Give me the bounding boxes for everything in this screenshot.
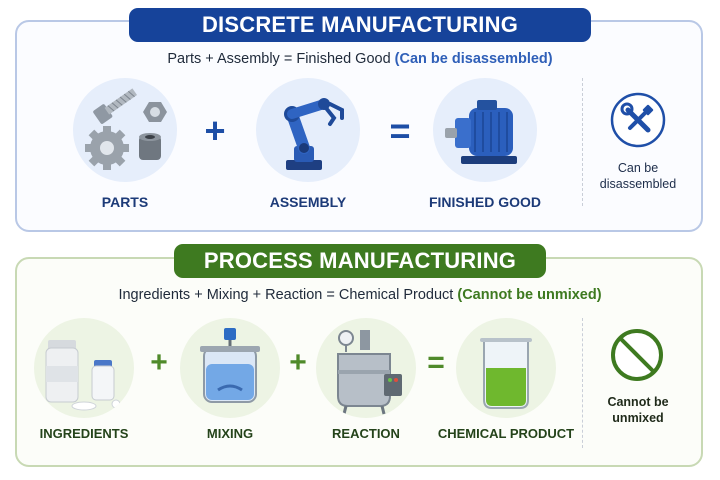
reactor-vessel-icon [316, 318, 416, 418]
wrench-screwdriver-icon [610, 92, 666, 148]
discrete-formula-note: (Can be disassembled) [394, 51, 553, 67]
discrete-item-label-assembly: ASSEMBLY [269, 194, 347, 210]
plus-operator: + [289, 346, 307, 379]
discrete-divider [582, 78, 583, 206]
process-formula-main: Ingredients + Mixing + Reaction = Chemic… [118, 287, 454, 303]
process-formula-note: (Cannot be unmixed) [457, 287, 602, 303]
process-item-label-ingredients: INGREDIENTS [39, 426, 129, 441]
plus-operator: + [204, 110, 226, 151]
robotic-arm-icon [256, 78, 360, 182]
process-formula: Ingredients + Mixing + Reaction = Chemic… [0, 287, 720, 303]
process-divider [582, 318, 583, 448]
pill-bottles-icon [34, 318, 134, 418]
equals-operator: = [389, 110, 411, 151]
discrete-item-label-parts: PARTS [101, 194, 149, 210]
process-side-text: Cannot be unmixed [594, 394, 682, 427]
process-item-label-chemical-product: CHEMICAL PRODUCT [437, 426, 575, 441]
mixing-tank-icon [180, 318, 280, 418]
process-title: PROCESS MANUFACTURING [174, 244, 546, 278]
discrete-formula-main: Parts + Assembly = Finished Good [167, 51, 391, 67]
process-item-label-mixing: MIXING [206, 426, 254, 441]
discrete-formula: Parts + Assembly = Finished Good (Can be… [0, 51, 720, 67]
process-item-label-reaction: REACTION [332, 426, 400, 441]
equals-operator: = [427, 346, 445, 379]
discrete-side-text: Can be disassembled [594, 160, 682, 193]
plus-operator: + [150, 346, 168, 379]
process-side-text-line1: Cannot be [607, 395, 669, 409]
bolt-nut-gear-icon [73, 78, 177, 182]
discrete-side-text-line1: Can be [617, 161, 659, 175]
electric-motor-icon [433, 78, 537, 182]
prohibited-icon [609, 327, 665, 383]
beaker-icon [456, 318, 556, 418]
discrete-side-text-line2: disassembled [599, 177, 677, 192]
discrete-title: DISCRETE MANUFACTURING [129, 8, 591, 42]
process-side-text-line2: unmixed [612, 411, 664, 426]
discrete-item-label-finished-good: FINISHED GOOD [428, 194, 541, 210]
